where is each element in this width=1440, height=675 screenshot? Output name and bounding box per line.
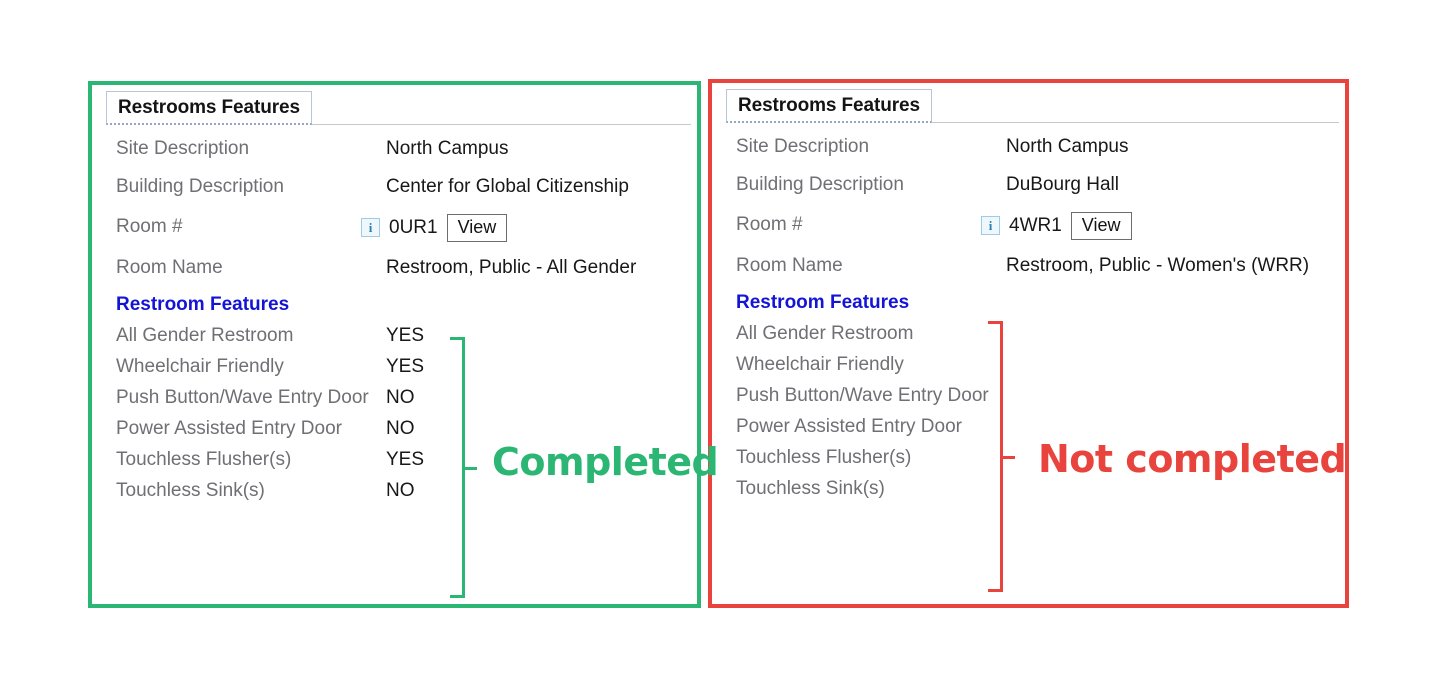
field-value: North Campus — [1006, 136, 1129, 157]
tab-restrooms-features[interactable]: Restrooms Features — [726, 89, 932, 123]
feature-label: All Gender Restroom — [116, 324, 294, 346]
field-row-room-name: Room Name Restroom, Public - Women's (WR… — [736, 254, 1335, 278]
feature-row: Power Assisted Entry Door — [736, 415, 1335, 439]
field-label: Building Description — [736, 174, 904, 196]
field-list-not-completed: Site Description North Campus Building D… — [736, 135, 1335, 508]
feature-value: YES — [386, 448, 425, 470]
section-heading-restroom-features: Restroom Features — [116, 293, 290, 315]
feature-value: NO — [386, 479, 415, 501]
feature-row: All Gender Restroom YES — [116, 324, 687, 348]
field-label: Room Name — [736, 254, 843, 276]
feature-label: Wheelchair Friendly — [116, 355, 284, 377]
field-label: Room Name — [116, 256, 223, 278]
feature-row: Wheelchair Friendly YES — [116, 355, 687, 379]
feature-value: NO — [386, 417, 415, 439]
feature-row: Touchless Sink(s) — [736, 477, 1335, 501]
feature-value: YES — [386, 355, 425, 377]
tab-strip-rule — [726, 122, 1339, 123]
field-row-room-name: Room Name Restroom, Public - All Gender — [116, 256, 687, 280]
feature-label: Power Assisted Entry Door — [736, 415, 962, 437]
feature-label: Push Button/Wave Entry Door — [736, 384, 989, 406]
field-value: Restroom, Public - All Gender — [386, 256, 637, 278]
feature-label: Push Button/Wave Entry Door — [116, 386, 369, 408]
feature-row: Touchless Flusher(s) — [736, 446, 1335, 470]
feature-label: Touchless Sink(s) — [116, 479, 265, 501]
field-label: Site Description — [116, 138, 250, 159]
feature-label: Touchless Flusher(s) — [116, 448, 292, 470]
tab-strip-completed: Restrooms Features — [106, 91, 691, 125]
panel-not-completed: Restrooms Features Site Description Nort… — [708, 79, 1349, 608]
feature-label: All Gender Restroom — [736, 322, 914, 344]
feature-value: NO — [386, 386, 415, 408]
info-icon[interactable]: i — [361, 218, 380, 238]
annotation-label-not-completed: Not completed — [1038, 437, 1347, 481]
feature-row: Wheelchair Friendly — [736, 353, 1335, 377]
section-heading-restroom-features: Restroom Features — [736, 291, 910, 313]
room-number-value: 0UR1 — [389, 216, 438, 238]
tab-strip-rule — [106, 124, 691, 125]
field-row-building-description: Building Description DuBourg Hall — [736, 173, 1335, 197]
field-label: Room # — [116, 216, 183, 238]
field-row-room-number: Room # i 0UR1 View — [116, 213, 687, 242]
feature-row: All Gender Restroom — [736, 322, 1335, 346]
field-row-site-description: Site Description North Campus — [116, 137, 687, 161]
annotation-label-completed: Completed — [492, 440, 719, 484]
field-label: Room # — [736, 214, 803, 236]
view-button[interactable]: View — [1070, 211, 1132, 240]
field-value: Restroom, Public - Women's (WRR) — [1006, 254, 1310, 276]
panel-completed: Restrooms Features Site Description Nort… — [88, 81, 701, 608]
field-value: DuBourg Hall — [1006, 174, 1119, 196]
field-row-room-number: Room # i 4WR1 View — [736, 211, 1335, 240]
info-icon[interactable]: i — [981, 216, 1000, 236]
feature-row: Push Button/Wave Entry Door NO — [116, 386, 687, 410]
feature-label: Touchless Flusher(s) — [736, 446, 912, 468]
feature-row: Push Button/Wave Entry Door — [736, 384, 1335, 408]
feature-label: Power Assisted Entry Door — [116, 417, 342, 439]
field-row-site-description: Site Description North Campus — [736, 135, 1335, 159]
view-button[interactable]: View — [446, 213, 508, 242]
field-value: Center for Global Citizenship — [386, 176, 629, 198]
field-value: North Campus — [386, 138, 509, 159]
tab-strip-not-completed: Restrooms Features — [726, 89, 1339, 123]
feature-row: Power Assisted Entry Door NO — [116, 417, 687, 441]
feature-label: Touchless Sink(s) — [736, 477, 885, 499]
feature-label: Wheelchair Friendly — [736, 353, 904, 375]
feature-value: YES — [386, 324, 425, 346]
field-label: Building Description — [116, 176, 284, 198]
feature-row: Touchless Flusher(s) YES — [116, 448, 687, 472]
field-row-building-description: Building Description Center for Global C… — [116, 175, 687, 199]
room-number-value: 4WR1 — [1009, 214, 1062, 236]
feature-row: Touchless Sink(s) NO — [116, 479, 687, 503]
tab-restrooms-features[interactable]: Restrooms Features — [106, 91, 312, 125]
field-list-completed: Site Description North Campus Building D… — [116, 137, 687, 510]
field-label: Site Description — [736, 136, 870, 157]
